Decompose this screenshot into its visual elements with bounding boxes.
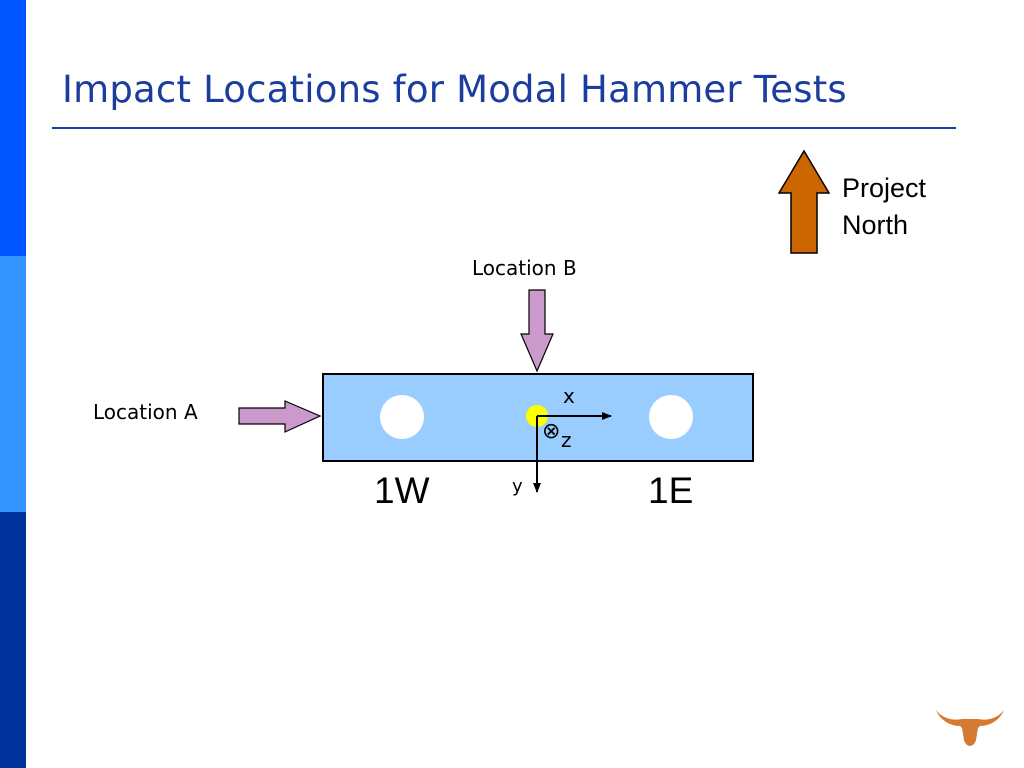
z-axis-label: z	[561, 428, 572, 452]
location-a-arrow-icon	[238, 400, 322, 433]
girder-1w-label: 1W	[374, 470, 430, 511]
side-bar-middle	[0, 256, 26, 512]
girder-1e-hole	[649, 395, 693, 439]
north-arrow-icon	[777, 149, 831, 254]
location-a-label: Location A	[93, 400, 198, 424]
title-underline	[52, 127, 956, 129]
x-axis-label: x	[563, 384, 575, 408]
girder-1e-label: 1E	[648, 470, 694, 511]
y-axis-label: y	[512, 476, 523, 497]
side-bar-bottom	[0, 512, 26, 768]
side-bar-top	[0, 0, 26, 256]
location-b-arrow-icon	[520, 289, 554, 373]
north-label-line2: North	[842, 210, 909, 240]
slide-title: Impact Locations for Modal Hammer Tests	[62, 68, 847, 111]
longhorn-icon	[936, 710, 1004, 746]
z-axis-into-page-icon: ⊗	[542, 419, 561, 444]
location-b-label: Location B	[472, 256, 577, 280]
girder-1w-hole	[380, 395, 424, 439]
north-label: Project North	[842, 170, 926, 244]
north-label-line1: Project	[842, 173, 927, 203]
